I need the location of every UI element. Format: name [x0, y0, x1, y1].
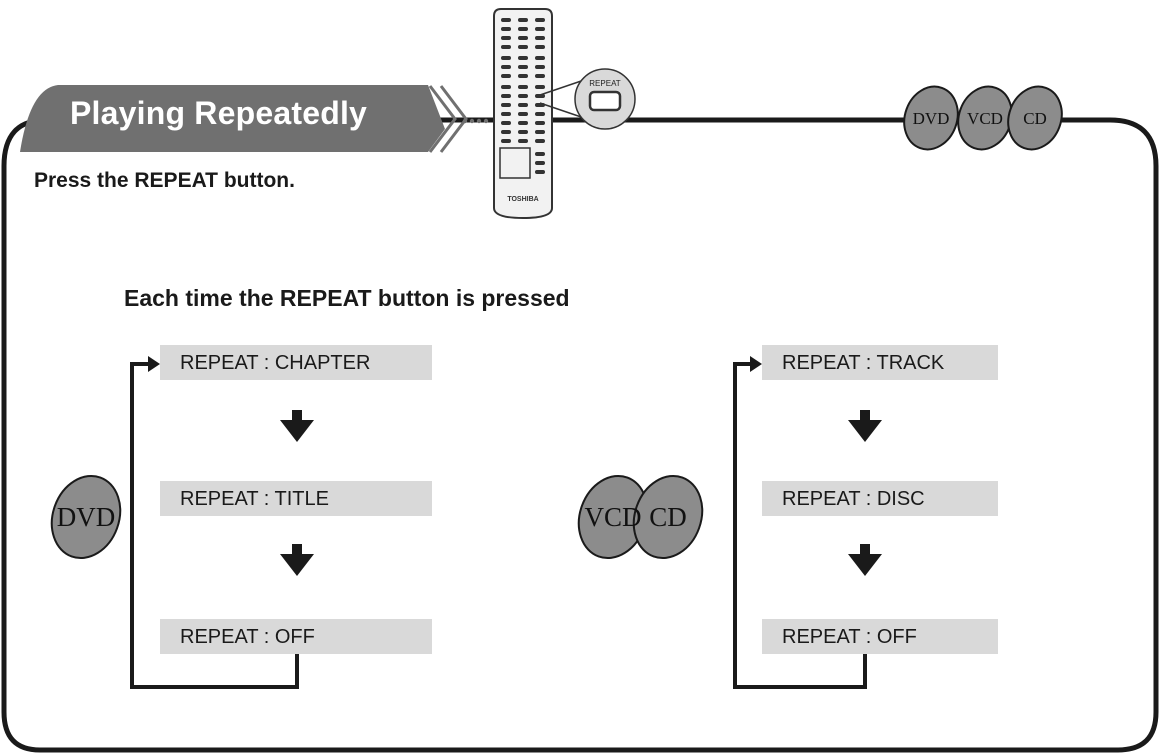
down-arrow-icon [280, 544, 314, 576]
dvd-disc-label: DVD [57, 502, 116, 532]
banner-chevrons [428, 85, 468, 153]
dvd-cycle-arrowhead [148, 356, 160, 372]
cd-disc-icon [632, 474, 704, 560]
cd-disc-label: CD [649, 502, 687, 532]
vcd-cd-state-disc: REPEAT : DISC [762, 481, 998, 516]
remote-callout-label: REPEAT [589, 79, 621, 88]
down-arrow-icon [280, 410, 314, 442]
remote-brand-label: TOSHIBA [507, 196, 538, 203]
vcd-cd-cycle-arrowhead [750, 356, 762, 372]
page-title: Playing Repeatedly [70, 95, 368, 131]
heading-banner [20, 85, 445, 152]
format-icons [903, 85, 1063, 151]
down-arrow-icon [848, 544, 882, 576]
format-icon-label: VCD [967, 109, 1003, 128]
banner-arrow-dots [462, 118, 489, 124]
vcd-cd-state-track: REPEAT : TRACK [762, 345, 998, 380]
remote-control-icon [493, 8, 636, 220]
instruction-text: Press the REPEAT button. [34, 169, 295, 192]
dvd-state-chapter: REPEAT : CHAPTER [160, 345, 432, 380]
down-arrow-icon [848, 410, 882, 442]
vcd-disc-label: VCD [584, 502, 641, 532]
dvd-disc-icon [50, 474, 122, 560]
content-border [1, 117, 1159, 753]
vcd-cd-cycle-connector [733, 362, 867, 689]
dvd-state-off: REPEAT : OFF [160, 619, 432, 654]
dvd-state-title: REPEAT : TITLE [160, 481, 432, 516]
dvd-cycle-connector [130, 362, 299, 689]
cycle-subheading: Each time the REPEAT button is pressed [124, 285, 570, 311]
format-icon-label: DVD [913, 109, 950, 128]
vcd-cd-state-off: REPEAT : OFF [762, 619, 998, 654]
format-icon-label: CD [1023, 109, 1047, 128]
